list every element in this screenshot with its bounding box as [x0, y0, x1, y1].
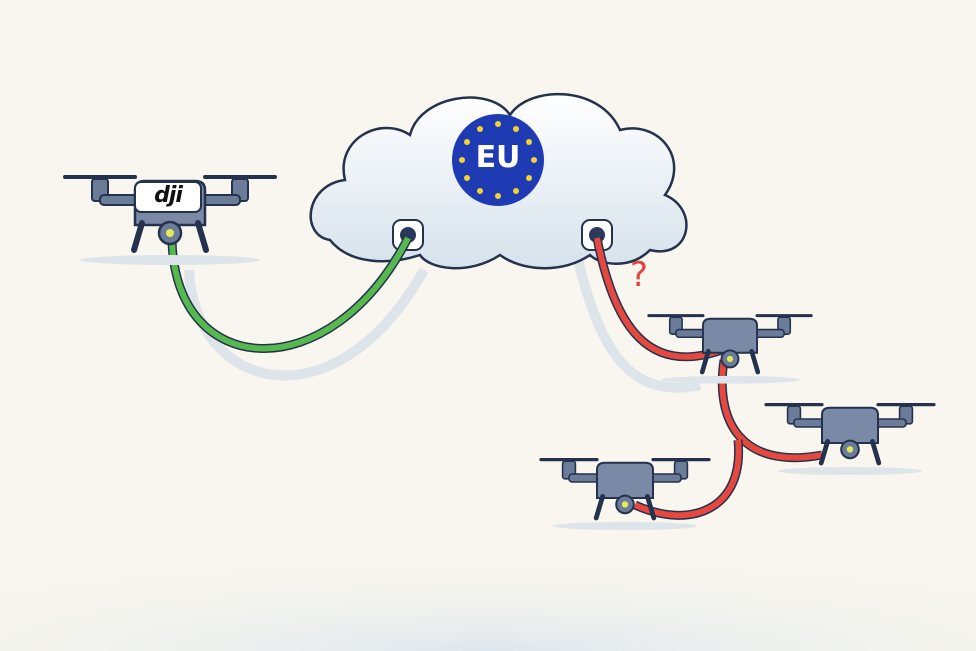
eu-cloud: [309, 92, 688, 270]
eu-stars-icon: [459, 121, 537, 199]
eu-flag-icon: [452, 114, 544, 206]
drone-3: [766, 405, 934, 475]
question-mark-icon: ?: [630, 255, 649, 295]
red-cables: [592, 237, 823, 520]
eu-badge-text: EU: [475, 140, 521, 175]
drone-2: [649, 316, 811, 384]
dji-logo-text: dji: [154, 183, 183, 208]
